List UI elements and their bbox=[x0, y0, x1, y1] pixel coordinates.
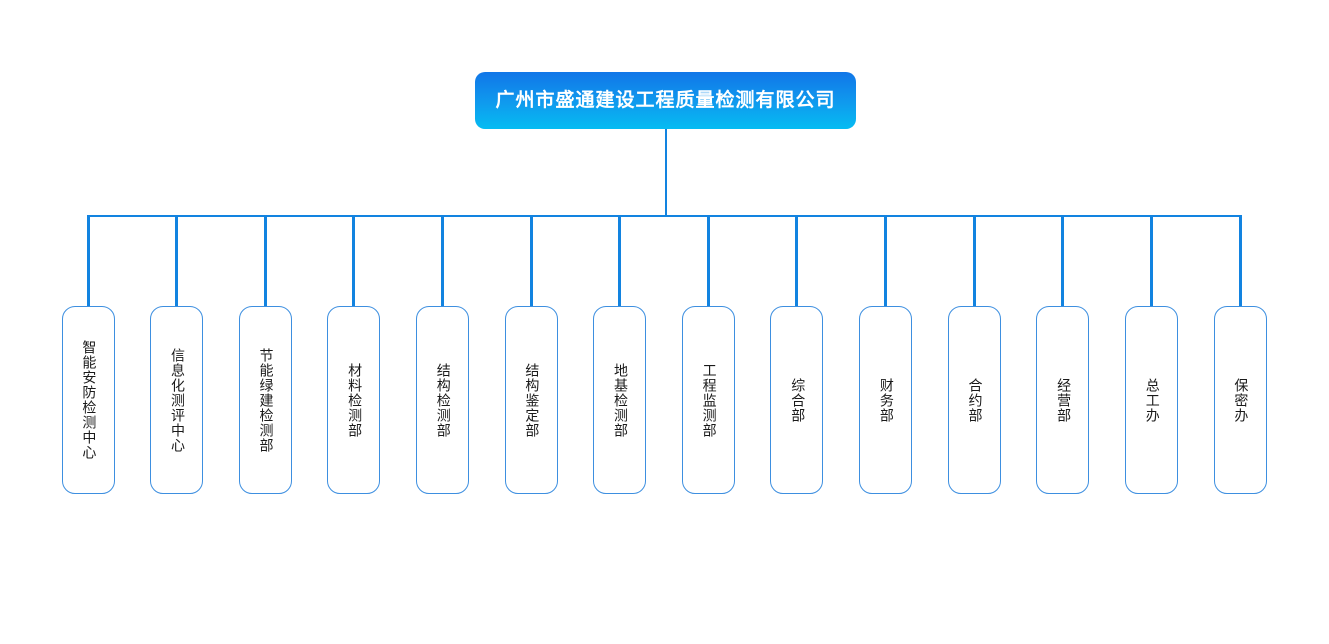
org-node-label-2: 信息化测评中心 bbox=[168, 347, 185, 453]
org-node-2[interactable]: 信息化测评中心 bbox=[150, 306, 204, 494]
org-node-8[interactable]: 工程监测部 bbox=[681, 306, 735, 494]
connector-drop-5 bbox=[440, 215, 444, 306]
org-node-5[interactable]: 结构检测部 bbox=[415, 306, 469, 494]
org-node-1[interactable]: 智能安防检测中心 bbox=[61, 306, 115, 494]
org-node-label-13: 总工办 bbox=[1143, 377, 1160, 423]
connector-drop-10 bbox=[884, 215, 888, 306]
org-node-6[interactable]: 结构鉴定部 bbox=[504, 306, 558, 494]
connector-drop-7 bbox=[618, 215, 622, 306]
connector-root-stem bbox=[664, 129, 667, 215]
org-node-3[interactable]: 节能绿建检测部 bbox=[238, 306, 292, 494]
org-node-9[interactable]: 综合部 bbox=[770, 306, 824, 494]
org-node-label-3: 节能绿建检测部 bbox=[257, 347, 274, 453]
org-node-label-9: 综合部 bbox=[789, 377, 806, 423]
org-node-4[interactable]: 材料检测部 bbox=[327, 306, 381, 494]
org-root-label: 广州市盛通建设工程质量检测有限公司 bbox=[495, 89, 836, 111]
org-node-label-14: 保密办 bbox=[1232, 377, 1249, 423]
org-node-10[interactable]: 财务部 bbox=[859, 306, 913, 494]
org-node-label-11: 合约部 bbox=[966, 377, 983, 423]
connector-drop-14 bbox=[1238, 215, 1242, 306]
org-node-label-7: 地基检测部 bbox=[612, 362, 629, 438]
connector-drop-11 bbox=[972, 215, 976, 306]
org-node-label-6: 结构鉴定部 bbox=[523, 362, 540, 438]
connector-drop-1 bbox=[86, 215, 90, 306]
connector-drop-6 bbox=[529, 215, 533, 306]
connector-drop-9 bbox=[795, 215, 799, 306]
connector-drop-4 bbox=[352, 215, 356, 306]
connector-horizontal-bus bbox=[88, 215, 1240, 217]
org-node-label-1: 智能安防检测中心 bbox=[80, 340, 97, 460]
connector-drop-13 bbox=[1149, 215, 1153, 306]
org-node-label-5: 结构检测部 bbox=[434, 362, 451, 438]
connector-drop-8 bbox=[706, 215, 710, 306]
org-node-11[interactable]: 合约部 bbox=[947, 306, 1001, 494]
org-node-14[interactable]: 保密办 bbox=[1213, 306, 1267, 494]
connector-drop-3 bbox=[263, 215, 267, 306]
org-node-7[interactable]: 地基检测部 bbox=[593, 306, 647, 494]
org-node-label-8: 工程监测部 bbox=[700, 362, 717, 438]
org-node-label-10: 财务部 bbox=[877, 377, 894, 423]
org-root-node[interactable]: 广州市盛通建设工程质量检测有限公司 bbox=[475, 72, 856, 129]
org-node-label-12: 经营部 bbox=[1055, 377, 1072, 423]
org-node-13[interactable]: 总工办 bbox=[1124, 306, 1178, 494]
connector-drop-12 bbox=[1061, 215, 1065, 306]
connector-drop-2 bbox=[175, 215, 179, 306]
org-node-12[interactable]: 经营部 bbox=[1036, 306, 1090, 494]
org-node-label-4: 材料检测部 bbox=[346, 362, 363, 438]
